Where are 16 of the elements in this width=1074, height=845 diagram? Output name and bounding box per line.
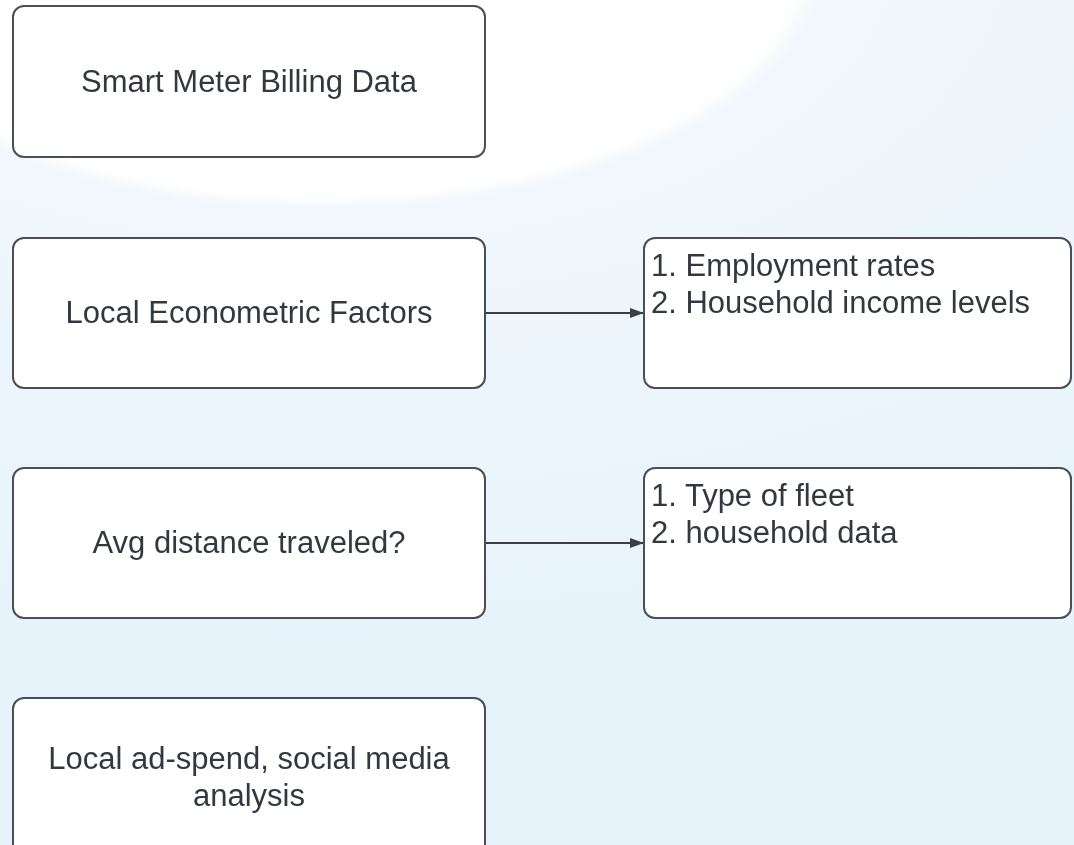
list-item: 2. household data (651, 514, 899, 552)
process-box (643, 467, 1072, 619)
box-label: Smart Meter Billing Data (81, 62, 417, 101)
box-label: Local Econometric Factors (65, 294, 433, 332)
process-box (12, 237, 486, 389)
arrow (485, 308, 644, 318)
box-label: Avg distance traveled? (92, 524, 406, 562)
list-item: 1. Type of fleet (651, 477, 855, 515)
box-label: Local ad-spend, social media analysis (47, 739, 451, 815)
arrow (485, 538, 644, 548)
process-box (12, 5, 486, 158)
process-box (12, 697, 486, 845)
process-box (12, 467, 486, 619)
list-item: 1. Employment rates (651, 247, 937, 285)
process-box (643, 237, 1072, 389)
list-item: 2. Household income levels (651, 284, 1032, 322)
